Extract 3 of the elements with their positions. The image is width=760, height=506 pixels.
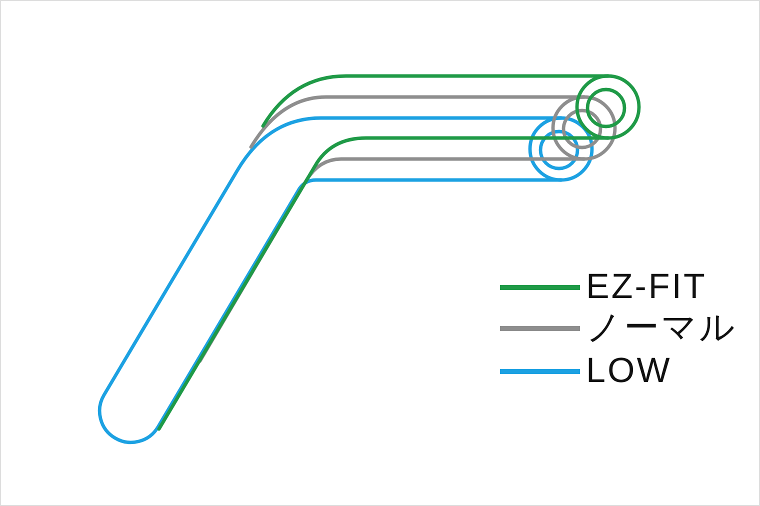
legend-label: EZ-FIT <box>586 268 707 306</box>
legend-label: ノーマル <box>586 309 737 347</box>
legend-label: LOW <box>586 352 672 390</box>
